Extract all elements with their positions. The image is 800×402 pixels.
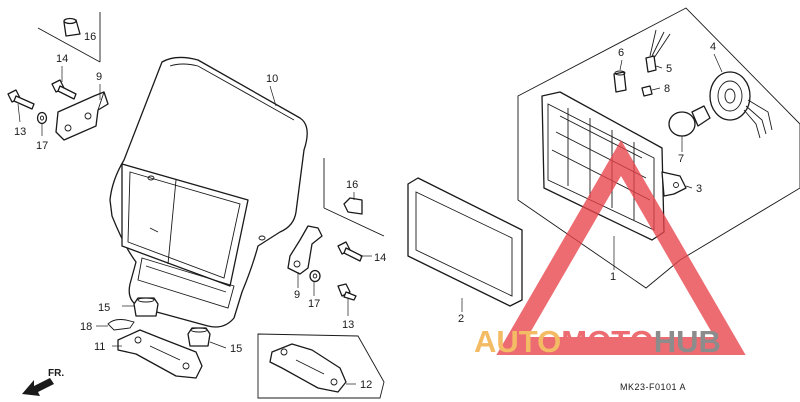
callout-16-lower: 16 <box>346 179 358 191</box>
callout-7: 7 <box>678 153 684 165</box>
callout-13-upper: 13 <box>14 126 26 138</box>
washer-17-upper <box>36 111 48 125</box>
mount-plate-12 <box>269 343 347 393</box>
callout-3: 3 <box>696 183 702 195</box>
watermark-logo: AUTOMOTOHUB <box>474 140 746 359</box>
svg-text:AUTOMOTOHUB: AUTOMOTOHUB <box>474 324 721 359</box>
front-direction-arrow: FR. <box>22 368 64 396</box>
callout-15-right: 15 <box>230 343 242 355</box>
callout-6: 6 <box>618 47 624 59</box>
rubber-cap-16-upper <box>63 17 81 37</box>
callout-14-lower: 14 <box>374 252 386 264</box>
watermark-text-hub: HUB <box>654 324 721 359</box>
mount-bracket-11 <box>117 329 203 379</box>
bulb-6 <box>613 70 627 93</box>
leader-lines <box>17 53 723 385</box>
headlight-bulb-7 <box>668 105 711 137</box>
bulb-socket-4 <box>709 71 773 139</box>
callout-5: 5 <box>666 63 672 75</box>
callout-18: 18 <box>80 321 92 333</box>
callout-11: 11 <box>94 341 105 353</box>
callout-14-upper: 14 <box>56 53 68 65</box>
callout-9-upper: 9 <box>96 71 102 83</box>
diagram-code: MK23-F0101 A <box>620 382 686 392</box>
bracket-9-lower <box>287 225 323 275</box>
callout-4: 4 <box>710 41 716 53</box>
callout-16-upper: 16 <box>84 31 96 43</box>
headlight-cowl <box>109 56 308 328</box>
callout-2: 2 <box>458 313 464 325</box>
callout-15-left: 15 <box>98 302 110 314</box>
callout-1: 1 <box>610 271 616 283</box>
callout-13-lower: 13 <box>342 319 354 331</box>
grommet-15-left <box>133 297 159 317</box>
grommet-15-right <box>187 327 211 347</box>
rubber-cap-16-lower <box>343 197 363 215</box>
callout-9-lower: 9 <box>294 289 300 301</box>
bolt-13-lower <box>337 283 357 301</box>
bolt-14-lower <box>337 241 363 262</box>
callout-17-upper: 17 <box>36 140 48 152</box>
watermark-text-auto: AUTO <box>474 324 561 359</box>
watermark-text-moto: MOTO <box>561 324 653 359</box>
front-direction-label: FR. <box>48 368 64 379</box>
clip-18 <box>107 319 135 331</box>
watermark-triangle <box>496 140 746 355</box>
seal-ring-2 <box>407 177 523 307</box>
pilot-bulb-5 <box>645 29 671 73</box>
callout-8: 8 <box>664 83 670 95</box>
callout-17-lower: 17 <box>308 298 320 310</box>
callout-12: 12 <box>360 379 372 391</box>
callout-numbers: 10 16 9 14 13 17 16 14 9 17 13 15 18 11 … <box>14 31 716 391</box>
pin-8 <box>641 85 653 97</box>
callout-10: 10 <box>266 73 278 85</box>
washer-17-lower <box>309 269 321 283</box>
bolt-14-upper <box>51 79 77 100</box>
bracket-9-upper <box>55 91 109 141</box>
bolt-13-upper <box>7 89 35 110</box>
